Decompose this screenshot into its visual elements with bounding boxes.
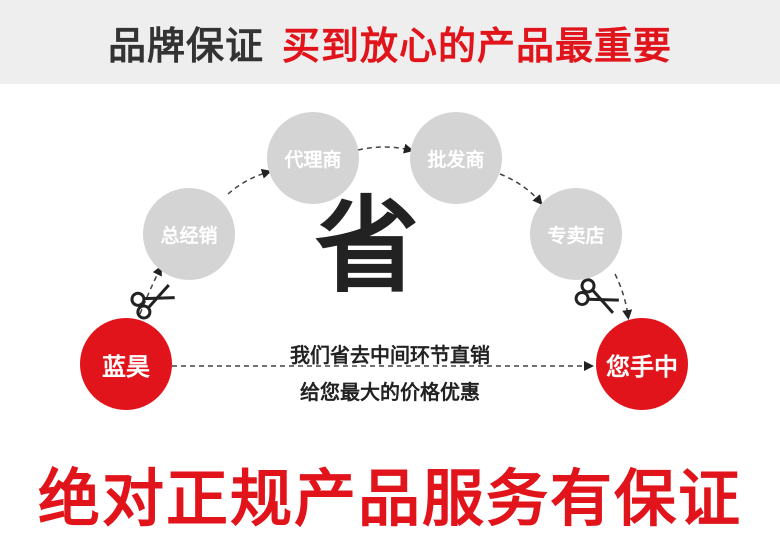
banner-slogan: 买到放心的产品最重要 (282, 23, 673, 68)
distribution-diagram: 蓝昊 总经销 代理商 批发商 专卖店 您手中 省 我们省去中间环节直销 给您最大… (0, 84, 780, 444)
node-agent: 代理商 (267, 112, 359, 204)
scissors-icon (574, 278, 619, 314)
arrow-retailer-to-end (614, 273, 633, 320)
banner-brand-guarantee: 品牌保证 (107, 23, 264, 68)
price-benefit-line: 给您最大的价格优惠 (300, 380, 480, 404)
connector-arrows (130, 143, 633, 371)
arrow-distributor-to-agent (227, 168, 272, 195)
arrow-wholesaler-to-retailer (499, 173, 543, 206)
arrow-agent-to-wholesaler (357, 143, 414, 154)
node-wholesaler: 批发商 (410, 112, 502, 204)
footer-guarantee: 绝对正规产品服务有保证 (37, 462, 742, 535)
node-general-distributor: 总经销 (143, 188, 235, 280)
node-start: 蓝昊 (80, 318, 172, 410)
node-end: 您手中 (596, 318, 688, 410)
arrow-start-to-distributor (139, 265, 162, 315)
scissors-icon (130, 283, 175, 320)
top-banner: 品牌保证 买到放心的产品最重要 (0, 0, 780, 84)
node-retailer: 专卖店 (530, 188, 622, 280)
center-save-char: 省 (314, 185, 419, 307)
direct-sale-line: 我们省去中间环节直销 (290, 343, 490, 367)
